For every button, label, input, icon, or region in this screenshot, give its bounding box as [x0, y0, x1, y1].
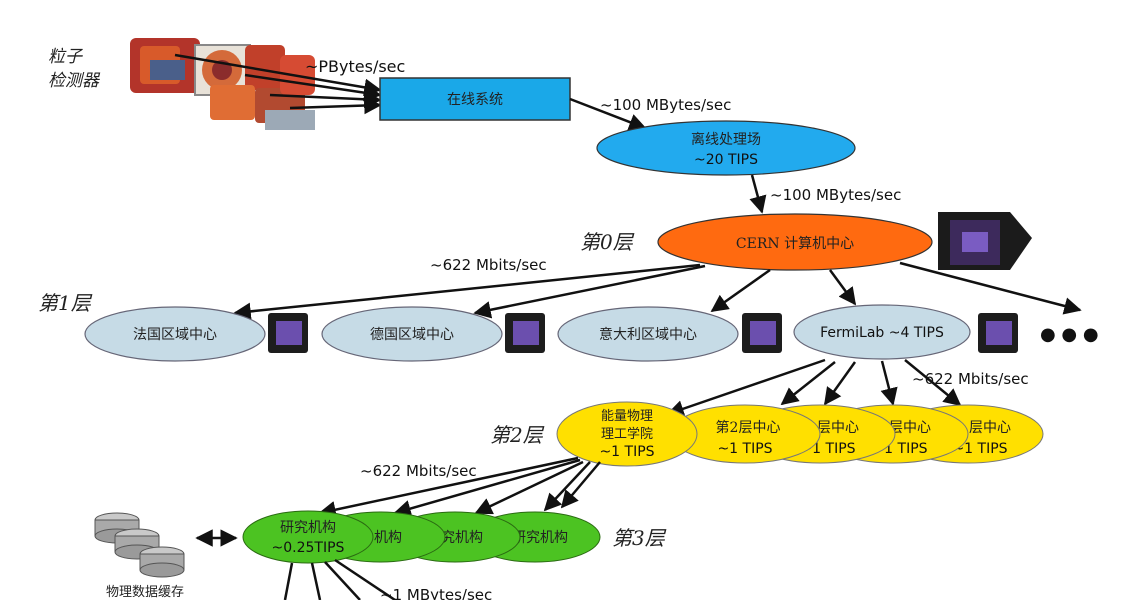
rate-offline-out: ~100 MBytes/sec: [770, 186, 901, 204]
cern-label: CERN 计算机中心: [736, 236, 854, 252]
tier1-france-label: 法国区域中心: [133, 327, 217, 343]
physics-data-cache-label: 物理数据缓存: [106, 585, 184, 600]
more-centers-ellipsis: ● ● ●: [1040, 324, 1099, 345]
detector-label-line1: 粒子: [48, 47, 83, 67]
physics-data-cache-icon: [94, 512, 185, 578]
detector-label-line2: 检测器: [48, 71, 101, 91]
tier1-germany-label: 德国区域中心: [370, 327, 454, 343]
tier2-centers-stack: 层中心 ~1 TIPS 层中心 ~1 TIPS 层中心 ~1 TIPS 第2层中…: [556, 401, 1044, 467]
online-system-box: [379, 77, 571, 121]
tier1-center-italy: 意大利区域中心: [557, 306, 739, 362]
offline-to-cern-arrow: [749, 174, 767, 214]
tier2-to-tier3-arrows: [318, 456, 601, 519]
tier2-partial-label-3: 层中心: [889, 420, 931, 436]
tier3-partial-b: 究机构: [441, 530, 483, 546]
tier1-center-fermilab: FermiLab ~4 TIPS: [793, 304, 971, 360]
tier2-front-line3: ~1 TIPS: [599, 444, 654, 460]
offline-farm-line2: ~20 TIPS: [694, 152, 758, 168]
tier3-institutes-stack: 研究机构 究机构 机构 研究机构 ~0.25TIPS: [242, 510, 601, 564]
tier1-fermilab-label: FermiLab ~4 TIPS: [820, 325, 944, 341]
online-system-label: 在线系统: [447, 92, 503, 108]
rate-tier2-out: ~622 Mbits/sec: [360, 462, 477, 480]
offline-farm-line1: 离线处理场: [691, 131, 761, 148]
online-to-offline-arrow: [569, 97, 647, 131]
particle-detector-image: [130, 38, 315, 130]
tier2-partial-tips-4: ~1 TIPS: [952, 441, 1007, 457]
fermilab-to-tier2-arrows: [666, 358, 962, 418]
tier2-partial-label-4: 层中心: [969, 420, 1011, 436]
detector-arrows: [174, 53, 382, 115]
tier1-italy-label: 意大利区域中心: [599, 326, 697, 343]
tier1-center-germany: 德国区域中心: [321, 306, 503, 362]
tier3-label: 第3层: [612, 526, 667, 550]
rate-detector-out: ~PBytes/sec: [305, 57, 405, 76]
tier1-label: 第1层: [38, 291, 93, 315]
rate-online-out: ~100 MBytes/sec: [600, 96, 731, 114]
tier3-partial-c: 研究机构: [512, 530, 568, 546]
tier3-to-tier4-arrows: [283, 558, 396, 600]
tier1-server-icons: [268, 313, 1018, 353]
cern-node: [657, 213, 933, 271]
tier3-front-line1: 研究机构: [280, 520, 336, 536]
offline-farm-node: [596, 120, 856, 176]
rate-cern-out: ~622 Mbits/sec: [430, 256, 547, 274]
tier2-label: 第2层: [490, 423, 545, 447]
cern-to-tier1-arrows: [233, 261, 1082, 321]
cern-computer-image: [938, 212, 1032, 270]
tier1-center-france: 法国区域中心: [84, 306, 266, 362]
tier2-front-line1: 能量物理: [601, 409, 653, 424]
tier0-label: 第0层: [580, 230, 635, 254]
tier2-center-tips: ~1 TIPS: [717, 441, 772, 457]
tier2-center-label: 第2层中心: [716, 419, 781, 436]
rate-tier3-out: ~1 MBytes/sec: [380, 586, 492, 600]
tier2-partial-label-2: 层中心: [817, 420, 859, 436]
rate-fermi-out: ~622 Mbits/sec: [912, 370, 1029, 388]
tier2-front-line2: 理工学院: [601, 426, 653, 442]
tier3-partial-a: 机构: [374, 530, 402, 546]
tier3-front-line2: ~0.25TIPS: [272, 540, 345, 556]
